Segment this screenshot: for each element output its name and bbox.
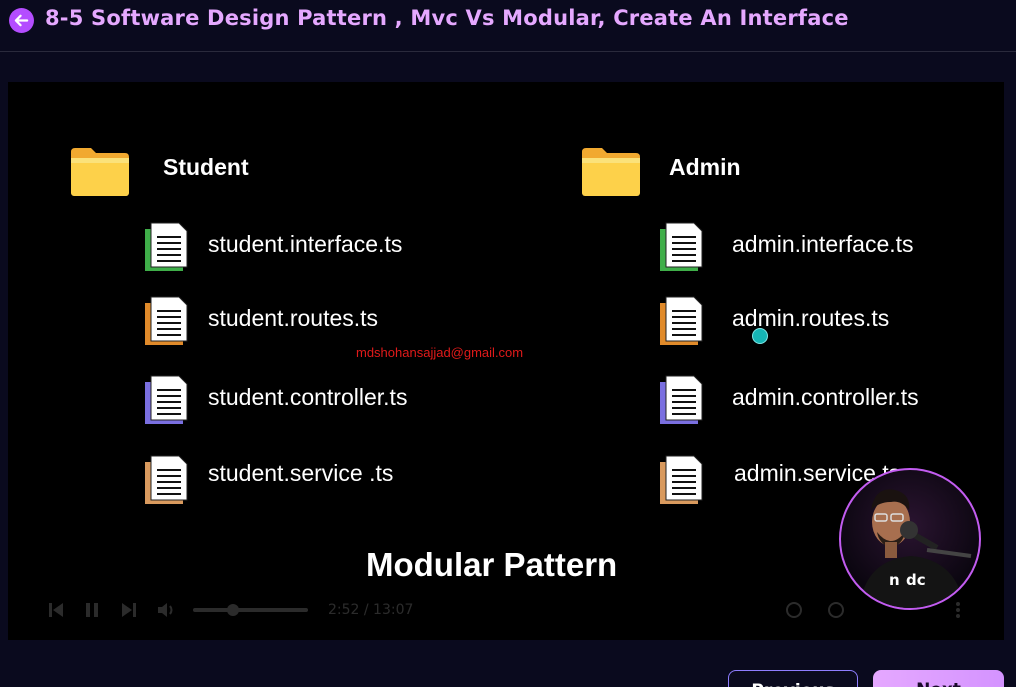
file-name: student.controller.ts [208, 384, 408, 410]
admin-folder-label: Admin [669, 154, 741, 180]
replay-icon[interactable] [784, 600, 804, 620]
next-button[interactable]: Next [873, 670, 1004, 687]
file-name: student.routes.ts [208, 305, 379, 331]
video-player[interactable]: Student Admin student.interface.ts stude… [8, 82, 1004, 640]
skip-forward-icon[interactable] [119, 600, 139, 620]
file-name: student.service .ts [208, 460, 394, 486]
document-icon [145, 296, 188, 345]
arrow-left-icon [14, 14, 29, 27]
document-icon [145, 455, 188, 504]
presenter-webcam: n dc [839, 468, 981, 610]
file-name: admin.routes.ts [732, 305, 890, 331]
file-name: admin.interface.ts [732, 231, 914, 257]
document-icon [660, 296, 703, 345]
document-icon [660, 375, 703, 424]
playback-time: 2:52 / 13:07 [328, 602, 414, 618]
svg-text:n: n [889, 571, 900, 589]
volume-icon[interactable] [156, 600, 176, 620]
presenter-avatar: n dc [859, 489, 972, 608]
pointer-cursor-icon [752, 328, 768, 344]
file-name: admin.controller.ts [732, 384, 919, 410]
folder-icon [582, 148, 640, 196]
forward-10-icon[interactable] [826, 600, 846, 620]
pause-icon[interactable] [82, 600, 102, 620]
svg-text:dc: dc [906, 571, 926, 589]
more-icon[interactable] [948, 600, 968, 620]
skip-back-icon[interactable] [46, 600, 66, 620]
slide-caption: Modular Pattern [366, 546, 618, 583]
student-folder-label: Student [163, 154, 249, 180]
file-name: student.interface.ts [208, 231, 403, 257]
video-controls: 2:52 / 13:07 [8, 584, 1004, 638]
folder-icon [71, 148, 129, 196]
previous-button[interactable]: Previous [728, 670, 858, 687]
volume-slider[interactable] [193, 608, 308, 612]
document-icon [145, 375, 188, 424]
document-icon [660, 455, 703, 504]
lesson-title: 8-5 Software Design Pattern , Mvc Vs Mod… [45, 6, 849, 30]
document-icon [660, 222, 703, 271]
volume-slider-knob[interactable] [227, 604, 239, 616]
lesson-header: 8-5 Software Design Pattern , Mvc Vs Mod… [0, 0, 1016, 52]
back-button[interactable] [9, 8, 34, 33]
document-icon [145, 222, 188, 271]
email-watermark: mdshohansajjad@gmail.com [356, 345, 524, 360]
